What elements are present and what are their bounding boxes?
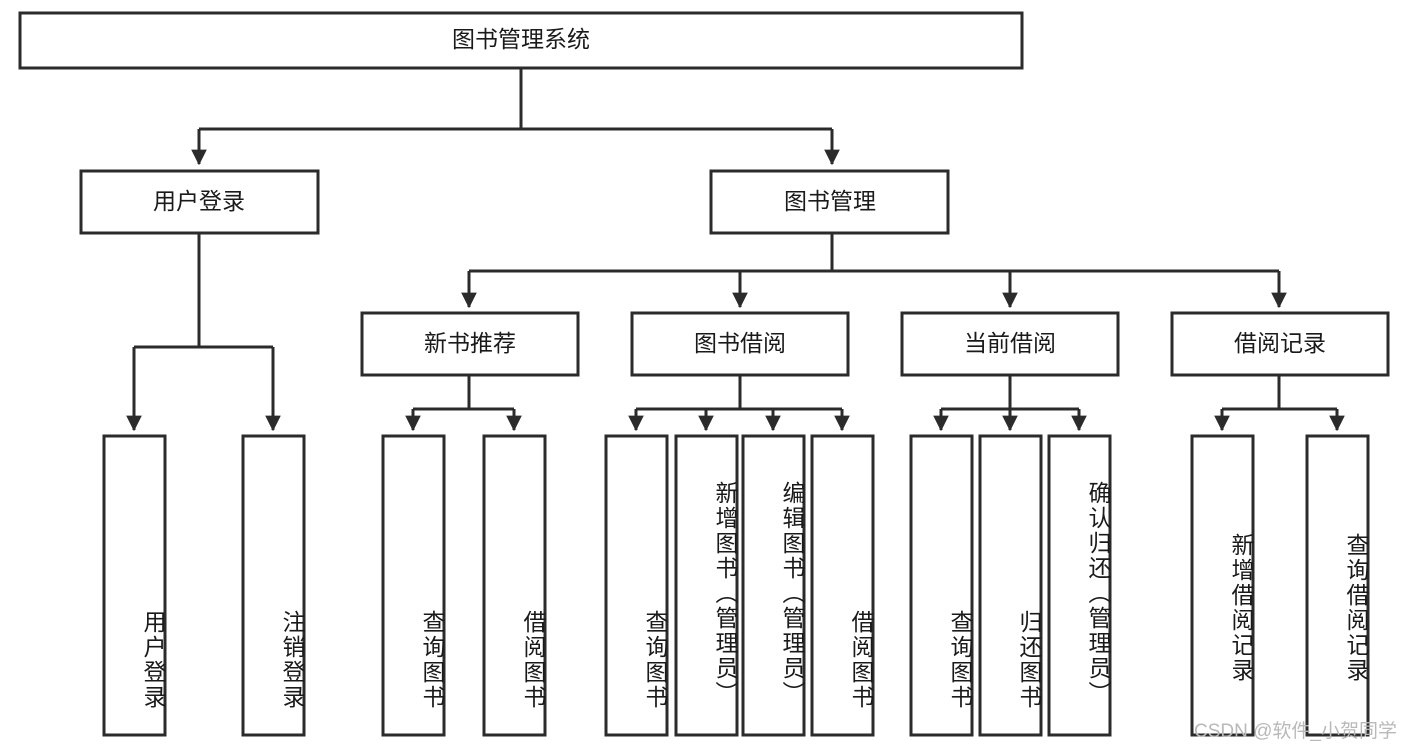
connector-newbook-to-leaves <box>405 375 522 432</box>
node-borrow-record[interactable] <box>1170 311 1390 377</box>
leaf-borrow-record-2[interactable] <box>1305 434 1370 737</box>
leaf-new-book-2[interactable] <box>482 434 547 737</box>
connector-current-to-leaves <box>933 375 1087 432</box>
node-borrow-record-label: 借阅记录 <box>1234 330 1326 356</box>
leaf-book-borrow-1[interactable] <box>604 434 669 737</box>
node-root[interactable] <box>18 11 1024 70</box>
leaf-user-login-1[interactable] <box>102 434 167 737</box>
node-book-borrow[interactable] <box>630 311 850 377</box>
node-current-borrow-label: 当前借阅 <box>964 330 1056 356</box>
node-new-book-recommend[interactable] <box>360 311 580 377</box>
node-user-login-label: 用户登录 <box>153 188 245 214</box>
connector-userlogin-to-leaves <box>126 233 281 432</box>
connector-root-to-level2 <box>191 68 840 166</box>
leaf-new-book-1[interactable] <box>381 434 446 737</box>
node-root-label: 图书管理系统 <box>452 26 590 52</box>
connector-bookmgmt-to-level3 <box>461 233 1287 309</box>
leaf-book-borrow-3[interactable] <box>741 434 806 737</box>
leaf-current-borrow-2[interactable] <box>978 434 1043 737</box>
watermark-text: CSDN @软件_小贺同学 <box>1194 721 1397 742</box>
node-book-management-label: 图书管理 <box>784 188 876 214</box>
leaf-book-borrow-4[interactable] <box>810 434 875 737</box>
leaf-borrow-record-1[interactable] <box>1190 434 1255 737</box>
leaf-user-login-2[interactable] <box>241 434 306 737</box>
node-user-login[interactable] <box>79 169 320 235</box>
leaf-current-borrow-3[interactable] <box>1047 434 1112 737</box>
node-book-management[interactable] <box>709 169 950 235</box>
node-new-book-recommend-label: 新书推荐 <box>424 330 516 356</box>
node-current-borrow[interactable] <box>900 311 1120 377</box>
connector-borrow-to-leaves <box>628 375 850 432</box>
node-book-borrow-label: 图书借阅 <box>694 330 786 356</box>
connector-record-to-leaves <box>1214 375 1345 432</box>
leaf-book-borrow-2[interactable] <box>674 434 739 737</box>
leaf-current-borrow-1[interactable] <box>909 434 974 737</box>
